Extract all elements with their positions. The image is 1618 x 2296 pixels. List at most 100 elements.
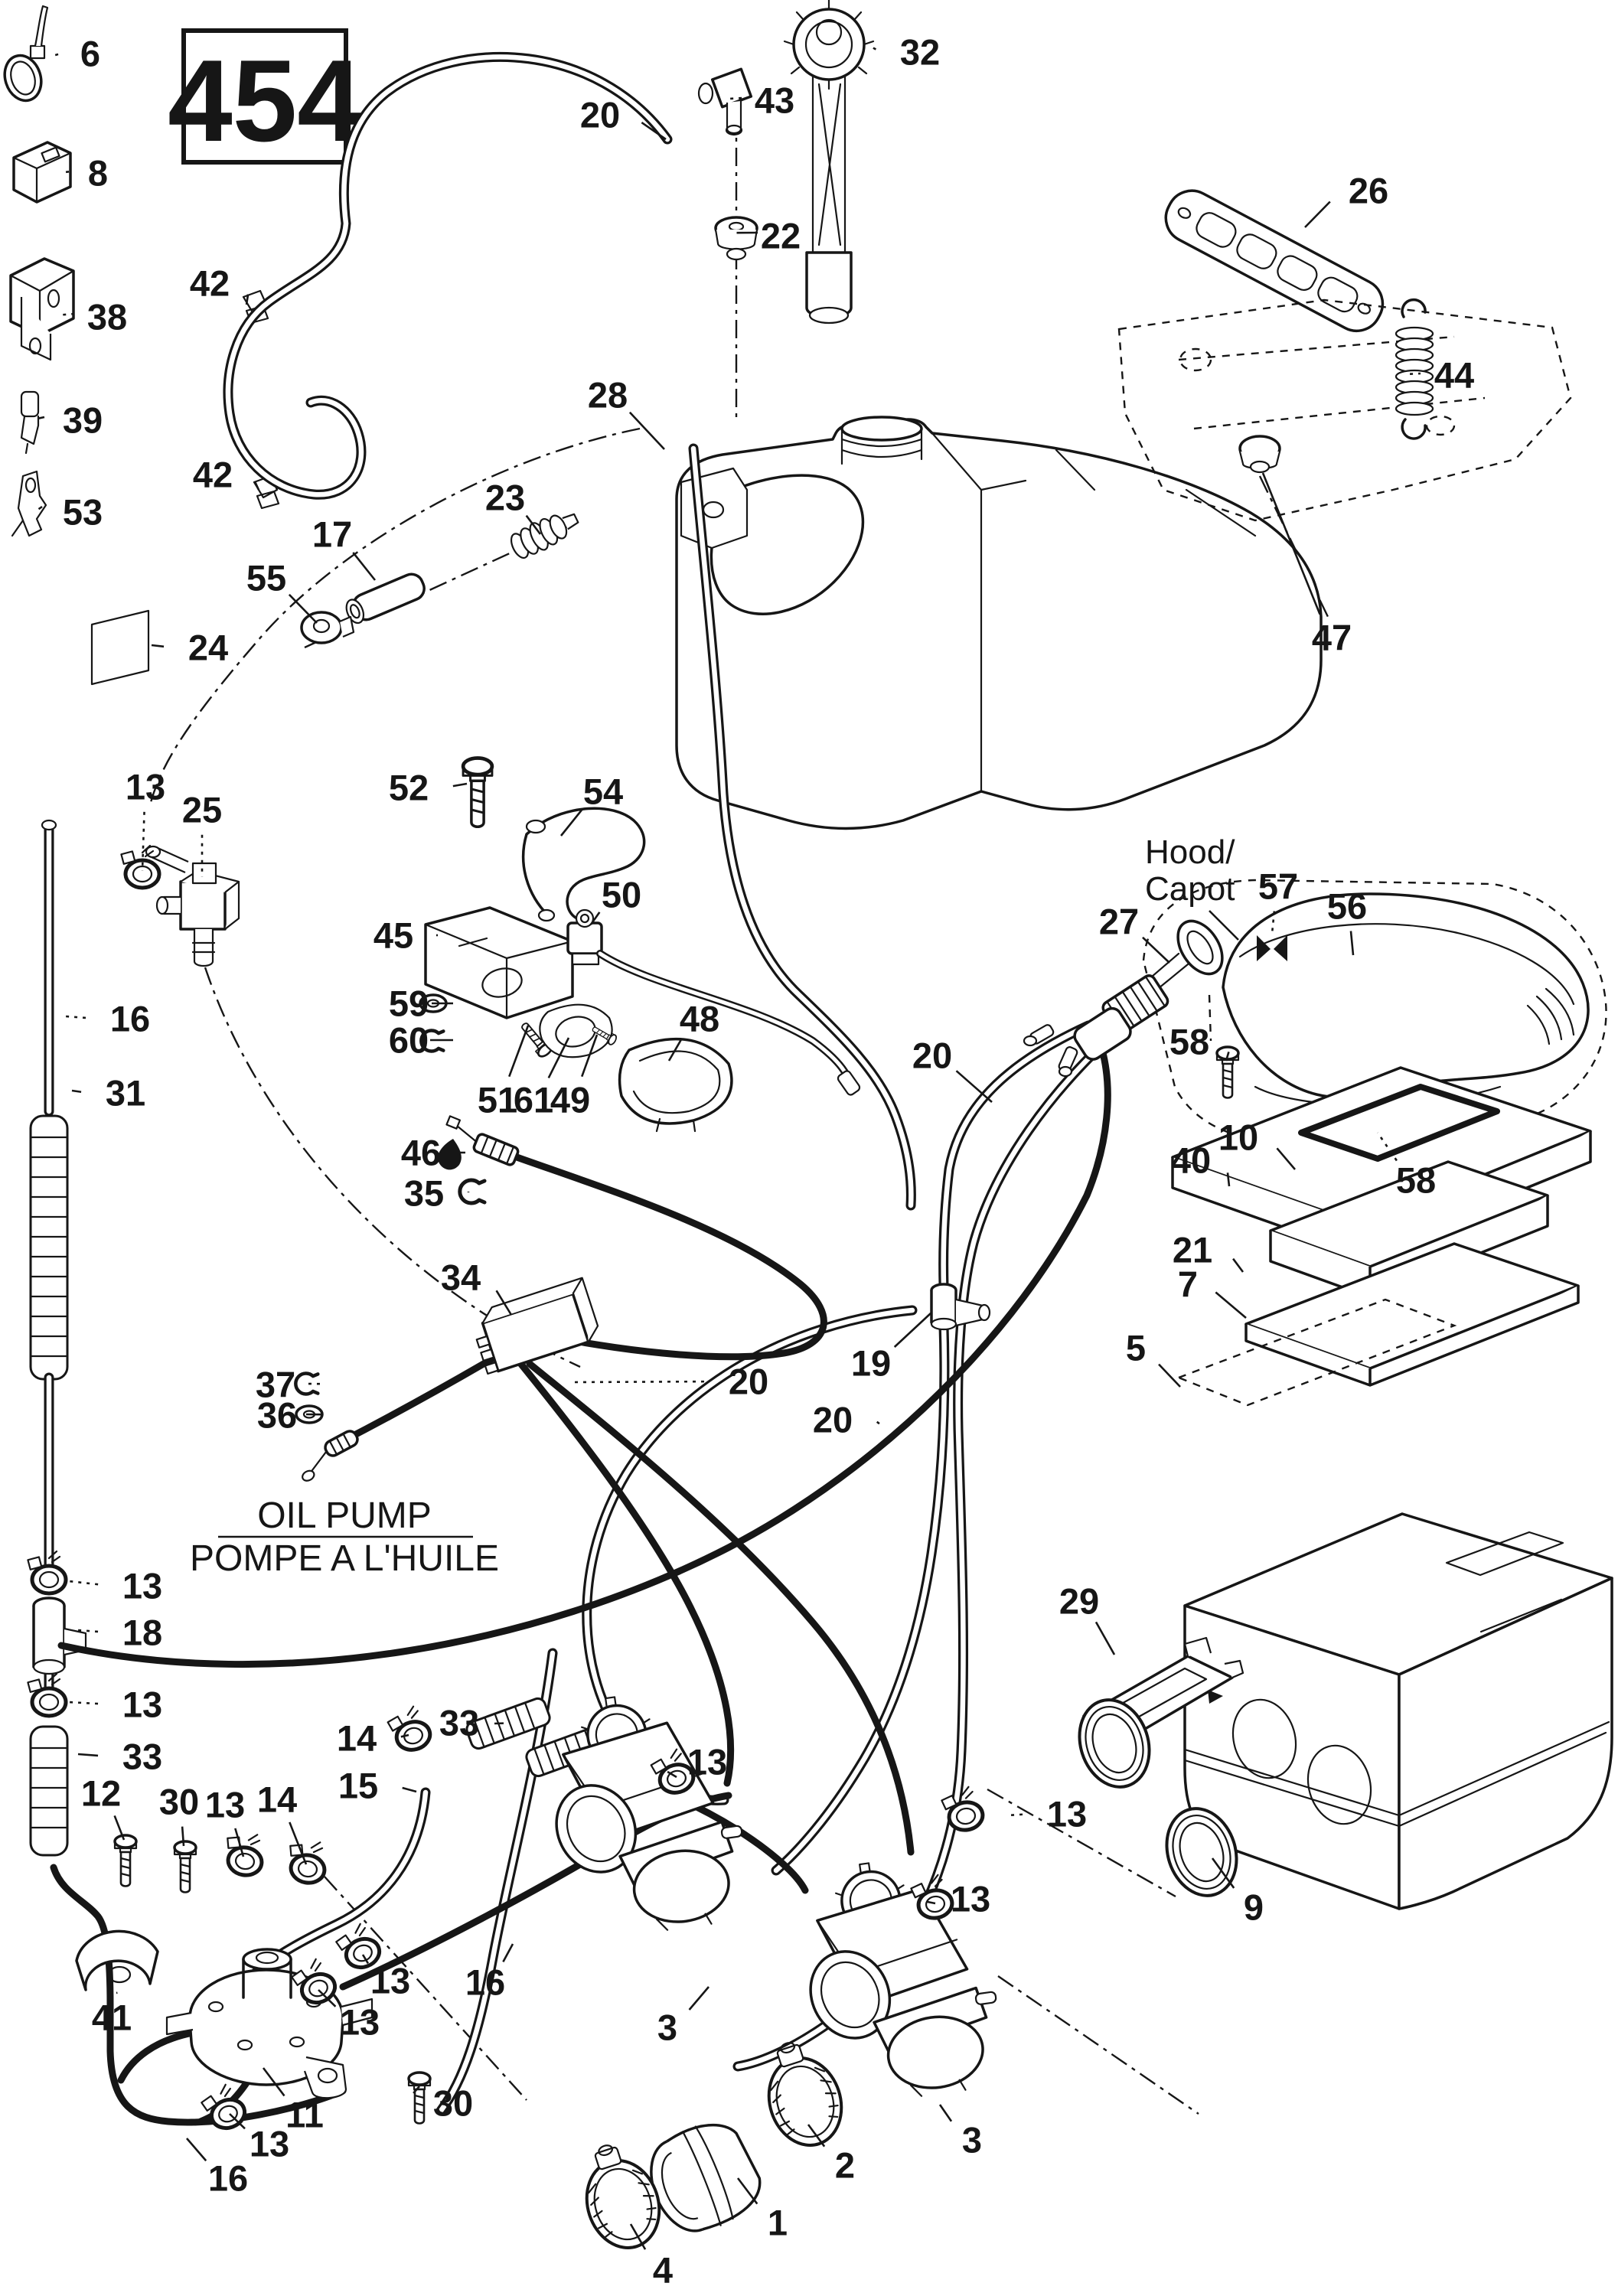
leader-line-53 [38,505,43,510]
cable-tie-drawing [3,5,49,103]
part-number-16: 16 [208,2158,248,2199]
leader-line-44 [1409,372,1421,375]
callout-15: 15 [338,1766,417,1806]
leader-line-13 [234,1828,245,1857]
callout-11: 11 [262,2067,324,2135]
leader-line-12 [113,1815,126,1841]
part-number-11: 11 [285,2095,324,2135]
callout-32: 32 [869,32,940,73]
leader-line-23 [525,514,542,535]
part-number-4: 4 [653,2250,673,2291]
connector-multi-drawing [9,257,75,361]
leader-line-21 [1232,1257,1244,1273]
callout-2: 2 [807,2124,855,2186]
terminal-53-drawing [11,470,47,537]
part-number-7: 7 [1178,1264,1198,1305]
callout-20: 20 [912,1035,993,1103]
callout-58: 58 [1169,1022,1230,1062]
part-number-31: 31 [106,1073,145,1114]
callout-16: 16 [65,999,150,1039]
callout-29: 29 [1059,1581,1116,1655]
leader-line-31 [71,1089,82,1094]
eclip-35-drawing [460,1180,484,1203]
callout-42: 42 [193,455,260,495]
callout-27: 27 [1099,902,1170,964]
part-number-13: 13 [370,1961,410,2001]
hose-16-bottom-drawing [50,1864,347,2126]
part-number-21: 21 [1173,1230,1212,1270]
hood-label-line1: Hood/ [1145,833,1235,871]
hood-label-line2: Capot [1145,870,1235,908]
part-number-20: 20 [813,1400,853,1440]
callout-39: 39 [38,400,103,441]
leader-line-32 [869,44,877,51]
part-number-45: 45 [374,915,413,956]
leader-line-58 [1225,1052,1230,1062]
t-fitting-18-drawing [32,1596,87,1675]
callout-52: 52 [389,768,468,808]
callout-60: 60 [389,1020,453,1061]
bracket-41-drawing [75,1929,159,1991]
callout-26: 26 [1304,171,1388,228]
part-number-37: 37 [256,1365,295,1405]
callout-7: 7 [1178,1264,1247,1319]
leader-line-14 [400,1733,409,1738]
fuel-line-primer-drawing [57,1046,1111,1668]
leader-line-29 [1094,1621,1116,1655]
leader-line-14 [289,1821,308,1865]
callout-56: 56 [1327,886,1367,956]
filter-spring-23-drawing [510,513,579,559]
inlet-tube-17-drawing [345,572,426,625]
callout-8: 8 [65,153,108,194]
callout-25: 25 [182,790,222,877]
part-number-61: 61 [514,1080,553,1120]
callout-33: 33 [77,1737,162,1777]
part-number-25: 25 [182,790,222,830]
callout-12: 12 [81,1773,126,1841]
leader-line-33 [77,1753,99,1757]
part-number-39: 39 [63,400,103,441]
leader-line-13 [361,1954,370,1965]
part-number-28: 28 [588,375,628,416]
callout-50: 50 [589,875,641,925]
leader-line-24 [151,644,165,648]
callout-16: 16 [186,2138,248,2199]
part-number-13: 13 [340,2002,380,2043]
bracket-assembly-dashed-drawing [1117,298,1572,522]
leader-line-16 [186,2138,207,2162]
leader-line-4 [629,2223,647,2250]
part-number-13: 13 [951,1879,990,1919]
part-number-20: 20 [729,1362,768,1402]
leader-line-13 [141,811,145,872]
leader-line-11 [262,2067,285,2097]
leader-line-8 [65,170,71,174]
hose-16-left-drawing [41,819,57,1111]
part-number-54: 54 [583,771,623,812]
leader-line-47 [1261,472,1321,615]
elbow-fitting-drawing [697,67,753,136]
leader-line-55 [288,593,318,624]
carburetor-right-drawing [809,1862,997,2097]
callout-49: 49 [550,1034,599,1120]
callout-48: 48 [667,999,719,1062]
leader-line-61 [547,1037,570,1079]
callout-41: 41 [92,1991,132,2038]
throttle-cable-drawing [338,1144,915,1856]
part-number-19: 19 [851,1343,891,1384]
callout-5: 5 [1126,1328,1181,1388]
part-number-14: 14 [337,1718,377,1759]
callout-3: 3 [657,1986,710,2048]
callout-44: 44 [1409,355,1474,396]
callout-24: 24 [151,628,228,668]
leader-line-20 [641,122,667,141]
part-number-49: 49 [550,1080,590,1120]
part-number-58: 58 [1396,1160,1436,1201]
leader-line-58 [1376,1132,1398,1162]
leader-line-15 [402,1786,417,1793]
callout-42: 42 [190,263,250,305]
part-number-24: 24 [188,628,228,668]
leader-line-20 [573,1380,705,1384]
part-number-13: 13 [250,2124,289,2164]
clamp-2-drawing [751,2030,854,2157]
callout-28: 28 [588,375,665,450]
